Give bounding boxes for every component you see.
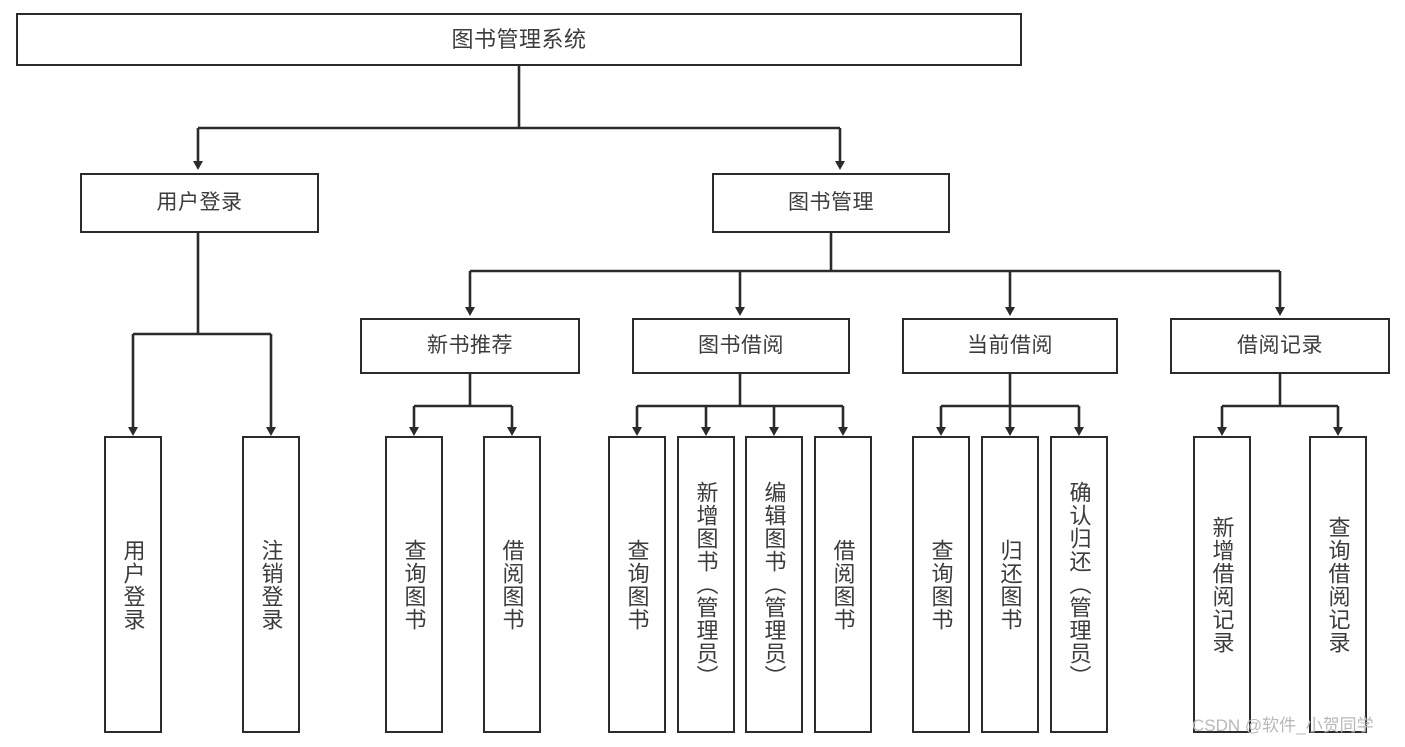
node-label: 新增图书（管理员） [693,481,719,688]
node-leaf-query-book-2[interactable]: 查询图书 [608,436,666,733]
watermark-text: CSDN @软件_小贺同学 [1192,716,1374,735]
node-book-borrow[interactable]: 图书借阅 [632,318,850,374]
node-leaf-borrow-book-2[interactable]: 借阅图书 [814,436,872,733]
node-leaf-query-book-1[interactable]: 查询图书 [385,436,443,733]
node-leaf-logout[interactable]: 注销登录 [242,436,300,733]
node-label: 借阅图书 [830,538,856,631]
node-leaf-confirm-return[interactable]: 确认归还（管理员） [1050,436,1108,733]
node-new-book-rec[interactable]: 新书推荐 [360,318,580,374]
node-label: 归还图书 [997,538,1023,631]
node-label: 注销登录 [258,538,284,631]
node-label: 借阅图书 [499,538,525,631]
node-borrow-record[interactable]: 借阅记录 [1170,318,1390,374]
node-label: 新增借阅记录 [1209,515,1235,654]
node-leaf-edit-book[interactable]: 编辑图书（管理员） [745,436,803,733]
node-label: 用户登录 [120,538,146,631]
node-label: 新书推荐 [427,333,513,357]
node-leaf-borrow-book-1[interactable]: 借阅图书 [483,436,541,733]
node-label: 查询图书 [928,538,954,631]
node-leaf-add-record[interactable]: 新增借阅记录 [1193,436,1251,733]
node-current-borrow[interactable]: 当前借阅 [902,318,1118,374]
node-label: 确认归还（管理员） [1066,481,1092,688]
node-book-manage[interactable]: 图书管理 [712,173,950,233]
node-user-login[interactable]: 用户登录 [80,173,319,233]
node-label: 图书借阅 [698,333,784,357]
node-label: 编辑图书（管理员） [761,481,787,688]
node-label: 查询图书 [401,538,427,631]
node-label: 用户登录 [156,190,243,214]
node-label: 借阅记录 [1237,333,1323,357]
node-label: 图书管理 [788,190,874,214]
node-leaf-user-login[interactable]: 用户登录 [104,436,162,733]
node-leaf-query-record[interactable]: 查询借阅记录 [1309,436,1367,733]
node-label: 查询图书 [624,538,650,631]
node-label: 当前借阅 [967,333,1053,357]
node-label: 图书管理系统 [451,26,587,52]
node-label: 查询借阅记录 [1325,515,1351,654]
node-root-system[interactable]: 图书管理系统 [16,13,1022,66]
node-leaf-return-book[interactable]: 归还图书 [981,436,1039,733]
node-leaf-query-book-3[interactable]: 查询图书 [912,436,970,733]
node-leaf-add-book[interactable]: 新增图书（管理员） [677,436,735,733]
